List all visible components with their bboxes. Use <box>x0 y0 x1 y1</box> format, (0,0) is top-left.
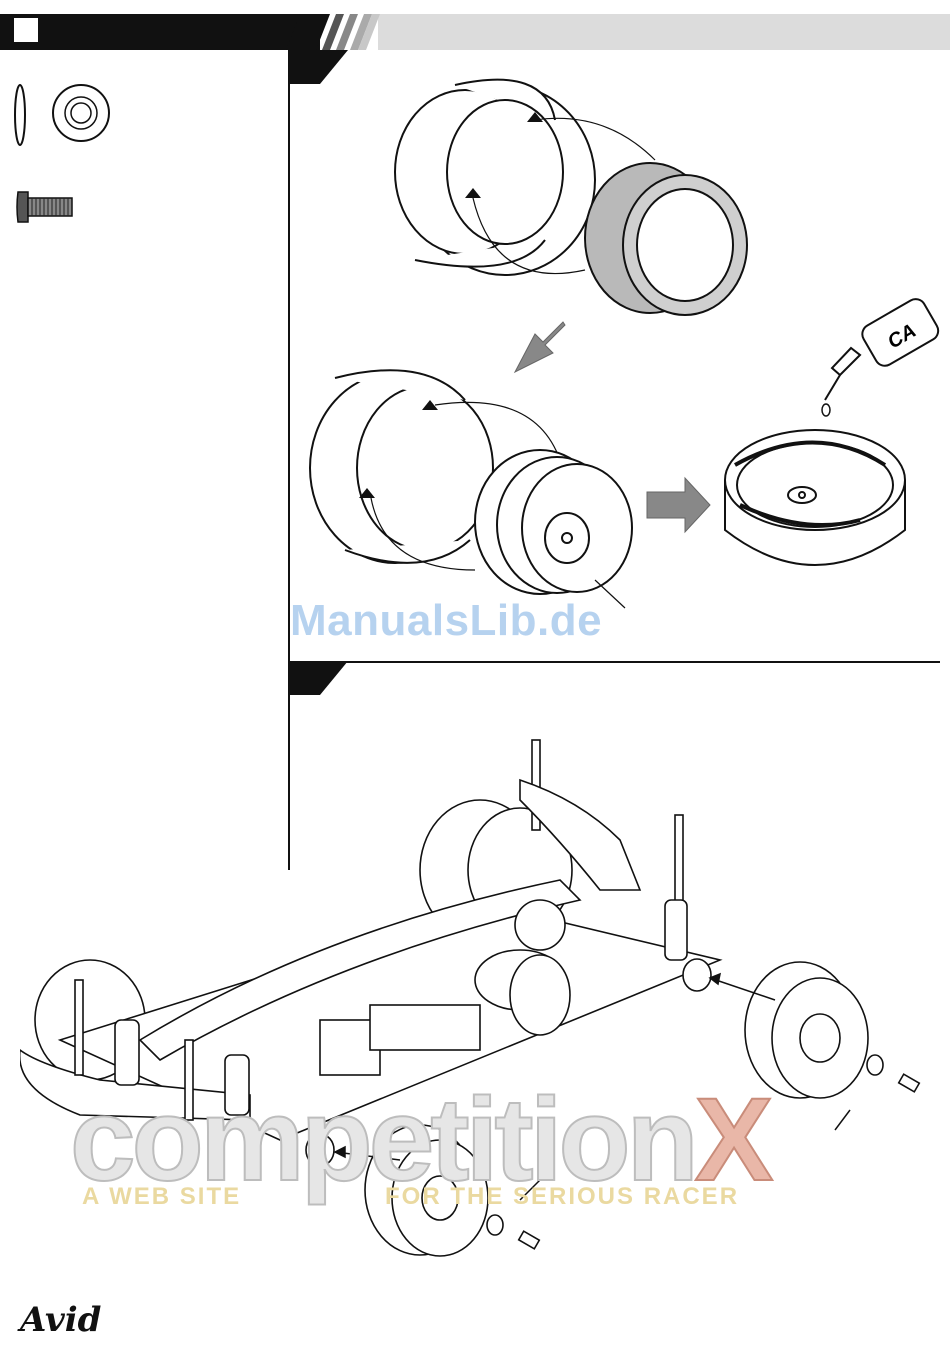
speed-controller <box>370 1005 480 1050</box>
wheel-rim <box>475 450 632 594</box>
parts-list <box>8 80 118 240</box>
washer-side-icon <box>15 85 25 145</box>
arrow-down-left <box>515 322 565 372</box>
front-body-post <box>75 980 83 1075</box>
rear-hub <box>683 959 711 991</box>
watermark-tagline-right: FOR THE SERIOUS RACER <box>385 1183 739 1211</box>
screw-icon <box>17 192 72 222</box>
substep-tab-b <box>288 661 348 695</box>
side-body-post <box>675 815 683 905</box>
glued-wheel <box>725 430 905 565</box>
washer-front <box>487 1215 503 1235</box>
watermark-manualslib: ManualsLib.de <box>290 596 602 646</box>
spur-gear <box>515 900 565 950</box>
arrow-right <box>647 478 710 532</box>
washer-rear <box>867 1055 883 1075</box>
tire-middle <box>310 370 493 563</box>
header-bar <box>0 0 950 60</box>
ca-glue-bottle: CA <box>822 295 942 416</box>
screw-front <box>519 1231 540 1249</box>
watermark-tagline-left: A WEB SITE <box>82 1183 241 1211</box>
foam-insert <box>585 163 747 315</box>
panel-a-illustration: CA <box>295 60 945 660</box>
avid-logo: Avid <box>20 1300 101 1340</box>
washer-icon <box>53 85 109 141</box>
rear-shock <box>665 900 687 960</box>
step-number-box <box>12 16 40 44</box>
panel-divider-horizontal <box>288 661 940 663</box>
screw-rear <box>899 1074 920 1092</box>
